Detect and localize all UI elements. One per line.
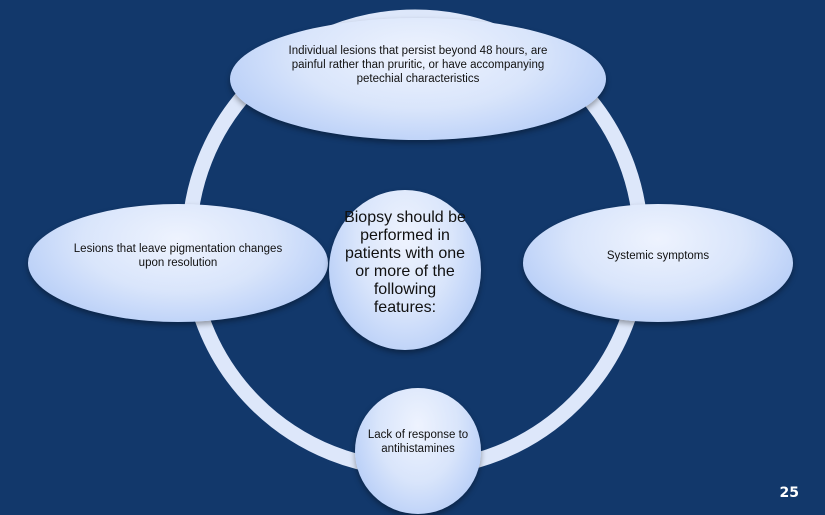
feature-text: Lack of response to antihistamines [367,429,469,455]
feature-text: Lesions that leave pigmentation changes … [73,243,283,269]
feature-text: Systemic symptoms [606,250,710,262]
feature-node-pigmentation-changes: Lesions that leave pigmentation changes … [28,204,328,322]
feature-text: Individual lesions that persist beyond 4… [288,45,548,85]
feature-node-antihistamine-nonresponse: Lack of response to antihistamines [355,388,481,514]
central-concept-text: Biopsy should be performed in patients w… [344,209,466,316]
feature-node-persistent-lesions: Individual lesions that persist beyond 4… [230,18,606,140]
page-number: 25 [779,485,799,501]
central-concept-node: Biopsy should be performed in patients w… [329,190,481,350]
feature-node-systemic-symptoms: Systemic symptoms [523,204,793,322]
